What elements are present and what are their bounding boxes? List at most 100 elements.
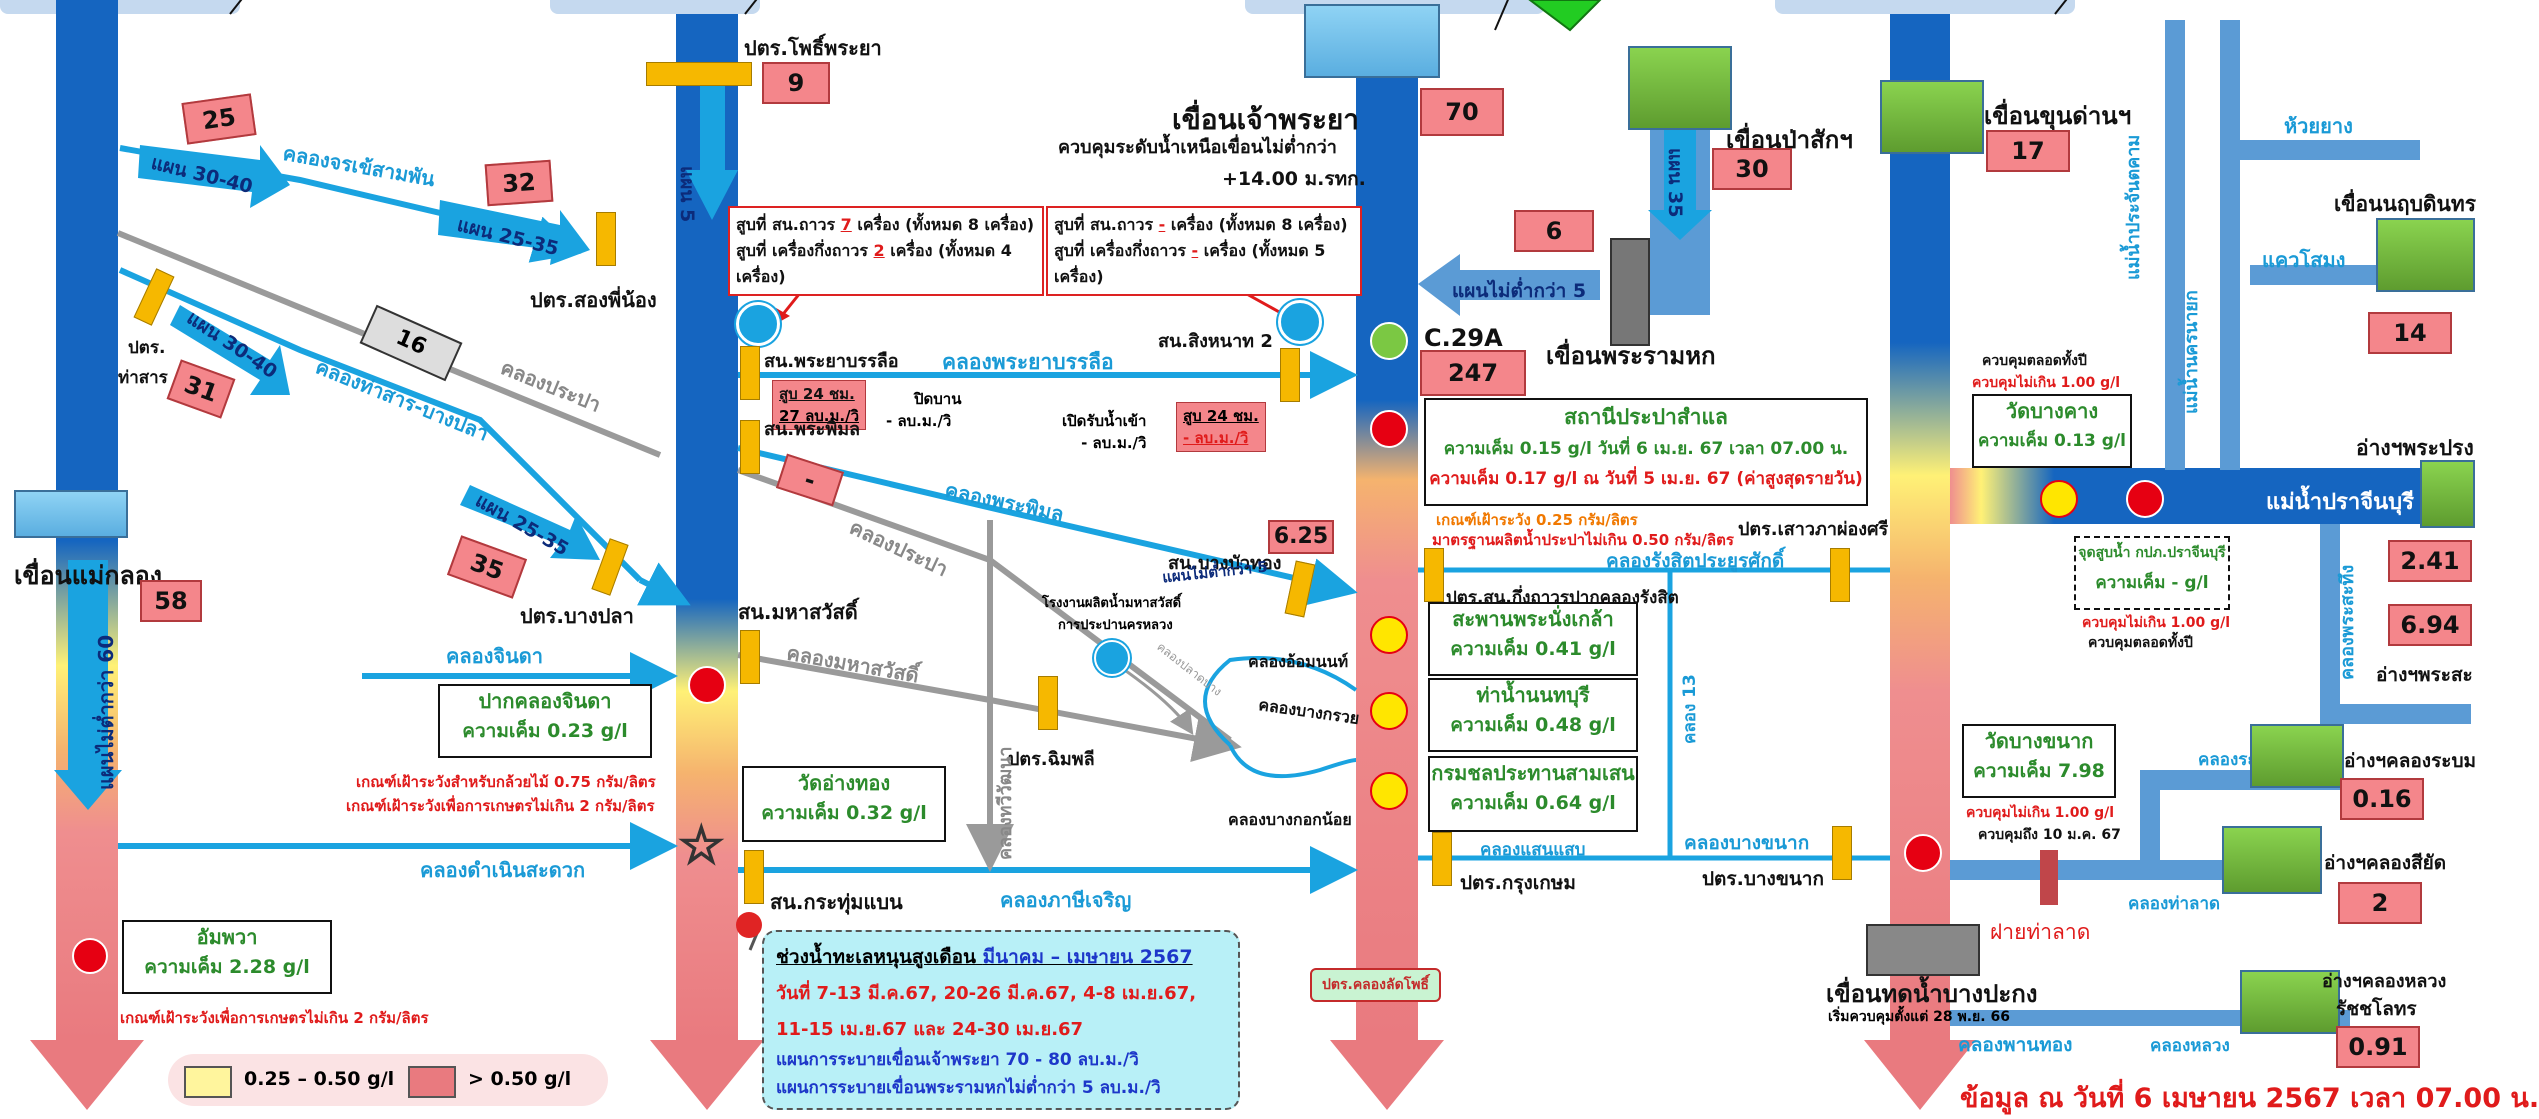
chinda-canal-label: คลองจินดา	[446, 644, 544, 668]
chao-phraya-control: ควบคุมระดับน้ำเหนือเขื่อนไม่ต่ำกว่า	[1058, 137, 1337, 158]
pump-right-line2: สูบที่ เครื่องกึ่งถาวร - เครื่อง (ทั้งหม…	[1054, 238, 1354, 290]
prachinburi-river-label: แม่น้ำปราจีนบุรี	[2266, 490, 2414, 515]
pump-icon-right	[1278, 300, 1322, 344]
tide-title-link[interactable]: มีนาคม – เมษายน 2567	[982, 946, 1193, 968]
prachin-ctrl2: ควบคุมไม่เกิน 1.00 g/l	[1972, 375, 2121, 391]
pasak-flow: 30	[1712, 148, 1792, 190]
pho-phraya-gate	[646, 62, 752, 86]
singhanat-gate	[1280, 348, 1300, 402]
chimphli-label: ปตร.ฉิมพลี	[1008, 749, 1095, 770]
khlong-si-yat-flow: 2	[2338, 882, 2422, 924]
khun-dan-dam-icon	[1880, 80, 1984, 154]
song-phi-nong-gate	[596, 212, 616, 266]
close-box: ปิดบาน - ลบ.ม./วิ	[886, 388, 961, 432]
c29a-flow: 247	[1420, 350, 1526, 396]
khlong-luang-dam-icon	[2240, 970, 2340, 1034]
ampawa-station: อัมพวา ความเค็ม 2.28 g/l	[122, 920, 332, 994]
pump-left-l2b: 2	[873, 241, 885, 260]
tap-std-note: มาตรฐานผลิตน้ำประปาไม่เกิน 0.50 กรัม/ลิต…	[1432, 531, 1734, 549]
om-non-label: คลองอ้อมนนท์	[1248, 652, 1349, 671]
prachantakham-label: แม่น้ำประจันตคาม	[2123, 134, 2144, 280]
agri-note-2: เกณฑ์เฝ้าระวังเพื่อการเกษตรไม่เกิน 2 กรั…	[120, 1009, 429, 1027]
samsen-name: กรมชลประทานสามเสน	[1431, 761, 1635, 785]
wat-bang-khanak-value: ความเค็ม 7.98	[1973, 760, 2105, 782]
phasi-charoen-label: คลองภาษีเจริญ	[1000, 888, 1132, 912]
huai-yang-label: ห้วยยาง	[2284, 114, 2353, 138]
pho-phraya-label: ปตร.โพธิ์พระยา	[744, 36, 882, 60]
pump-left-l1b: 7	[840, 215, 852, 234]
fai-tha-lat-label: ฝายท่าลาด	[1990, 920, 2091, 944]
star-icon: ☆	[677, 816, 726, 876]
tap-warn-note: เกณฑ์เฝ้าระวัง 0.25 กรัม/ลิตร	[1436, 511, 1638, 529]
pasak-dam-icon	[1628, 46, 1732, 130]
pump24-right-b: - ลบ.ม./วิ	[1183, 429, 1249, 447]
nonthaburi-name: ท่าน้ำนนทบุรี	[1476, 683, 1590, 707]
khlong-luang-label: คลองหลวง	[2150, 1036, 2230, 1056]
sao-wa-label: ปตร.เสาวภาผ่องศรี	[1738, 519, 1889, 540]
plant2-label: การประปานครหลวง	[1058, 618, 1173, 633]
open-a: เปิดรับน้ำเข้า	[1062, 412, 1147, 430]
rama6-flow: 6	[1514, 210, 1594, 252]
plan-arrows-svg	[54, 80, 1712, 810]
c29a-label: C.29A	[1424, 324, 1503, 352]
khun-dan-flow: 17	[1986, 130, 2070, 172]
phan-thong-label: คลองพานทอง	[1958, 1034, 2073, 1056]
nangklao-value: ความเค็ม 0.41 g/l	[1450, 638, 1616, 660]
rangsit-canal-label: คลองรังสิตประยูรศักดิ์	[1606, 550, 1785, 572]
thawi-watthana-label: คลองทวีวัฒนา	[995, 746, 1016, 860]
legend-red-label: > 0.50 g/l	[468, 1068, 572, 1090]
rama6-dam-icon	[1610, 238, 1650, 346]
bang-pakong-dam-note: เริ่มควบคุมตั้งแต่ 28 พ.ย. 66	[1828, 1009, 2010, 1025]
pump-left-l2c: เครื่อง (ทั้งหมด 4 เครื่อง)	[736, 241, 1012, 286]
sao-wa-gate	[1830, 548, 1850, 602]
wat-bang-kang-station: วัดบางคาง ความเค็ม 0.13 g/l	[1972, 394, 2132, 468]
krung-kasem-label: ปตร.กรุงเกษม	[1460, 872, 1576, 894]
khlong-luang-flow: 0.91	[2336, 1026, 2420, 1068]
tide-info-box: ช่วงน้ำทะเลหนุนสูงเดือน มีนาคม – เมษายน …	[762, 930, 1240, 1110]
ampawa-name: อัมพวา	[196, 925, 258, 949]
prachin-ctrl1: ควบคุมตลอดทั้งปี	[1982, 353, 2087, 369]
prachin-red-dot	[2126, 480, 2164, 518]
bang-pakong-red-dot	[1904, 834, 1942, 872]
tha-san-gate-label1: ปตร.	[128, 338, 166, 358]
khun-dan-dam-label: เขื่อนขุนด่านฯ	[1984, 102, 2132, 130]
close-b: - ลบ.ม./วิ	[886, 412, 952, 430]
wat-bang-khanak-name: วัดบางขนาก	[1984, 729, 2094, 753]
pump24-box-left: สูบ 24 ชม. 27 ลบ.ม./วิ	[772, 380, 866, 430]
samsen-dot	[1370, 772, 1408, 810]
samsen-station: กรมชลประทานสามเสน ความเค็ม 0.64 g/l	[1428, 756, 1638, 832]
open-b: - ลบ.ม./วิ	[1081, 434, 1147, 452]
prachin-yellow-dot	[2040, 480, 2078, 518]
plant-label: โรงงานผลิตน้ำมหาสวัสดิ์	[1042, 596, 1182, 611]
krathum-baen-gate	[744, 850, 764, 904]
bang-khanak-gate-label: ปตร.บางขนาก	[1702, 868, 1824, 890]
krathum-baen-label: สน.กระทุ่มแบน	[770, 890, 903, 914]
phra-phimon-gate	[740, 420, 760, 474]
ampawa-red-dot	[72, 938, 108, 974]
tide-plan1: แผนการระบายเขื่อนเจ้าพระยา 70 - 80 ลบ.ม.…	[776, 1050, 1139, 1070]
rama6-dam-label: เขื่อนพระรามหก	[1546, 342, 1716, 370]
samsen-value: ความเค็ม 0.64 g/l	[1450, 792, 1616, 814]
khlong-tha-lat-label: คลองท่าลาด	[2128, 894, 2221, 914]
pump-box-right: สูบที่ สน.ถาวร - เครื่อง (ทั้งหมด 8 เครื…	[1046, 206, 1362, 296]
krung-kasem-gate	[1432, 832, 1452, 886]
samlae-red-dot	[1370, 410, 1408, 448]
nangklao-name: สะพานพระนั่งเกล้า	[1452, 607, 1614, 631]
phraya-banlue-gate	[740, 346, 760, 400]
wat-bang-khanak-station: วัดบางขนาก ความเค็ม 7.98	[1962, 724, 2116, 798]
saen-saep-label: คลองแสนแสบ	[1480, 840, 1586, 860]
mae-klong-dam-icon	[14, 490, 128, 538]
mahasawat-station: สน.มหาสวัสดิ์	[738, 600, 858, 624]
tide-title-text: ช่วงน้ำทะเลหนุนสูงเดือน	[776, 946, 976, 968]
nonthaburi-value: ความเค็ม 0.48 g/l	[1450, 714, 1616, 736]
pump-right-l1b: -	[1158, 215, 1166, 234]
bang-bua-thong-station: สน.บางบัวทอง	[1168, 553, 1282, 574]
tide-plan2: แผนการระบายเขื่อนพระรามหกไม่ต่ำกว่า 5 ลบ…	[776, 1078, 1161, 1098]
mae-klong-dam-label: เขื่อนแม่กลอง	[14, 561, 163, 590]
legend-yellow-swatch	[184, 1066, 232, 1098]
tide-title: ช่วงน้ำทะเลหนุนสูงเดือน มีนาคม – เมษายน …	[776, 942, 1193, 972]
prachin-pump-station: จุดสูบน้ำ กปภ.ปราจีนบุรี ความเค็ม - g/l	[2074, 536, 2230, 610]
open-box: เปิดรับน้ำเข้า - ลบ.ม./วิ	[1062, 410, 1146, 454]
phra-prong-flow2: 6.94	[2388, 604, 2472, 646]
pump-right-l1c: เครื่อง (ทั้งหมด 8 เครื่อง)	[1165, 215, 1348, 234]
